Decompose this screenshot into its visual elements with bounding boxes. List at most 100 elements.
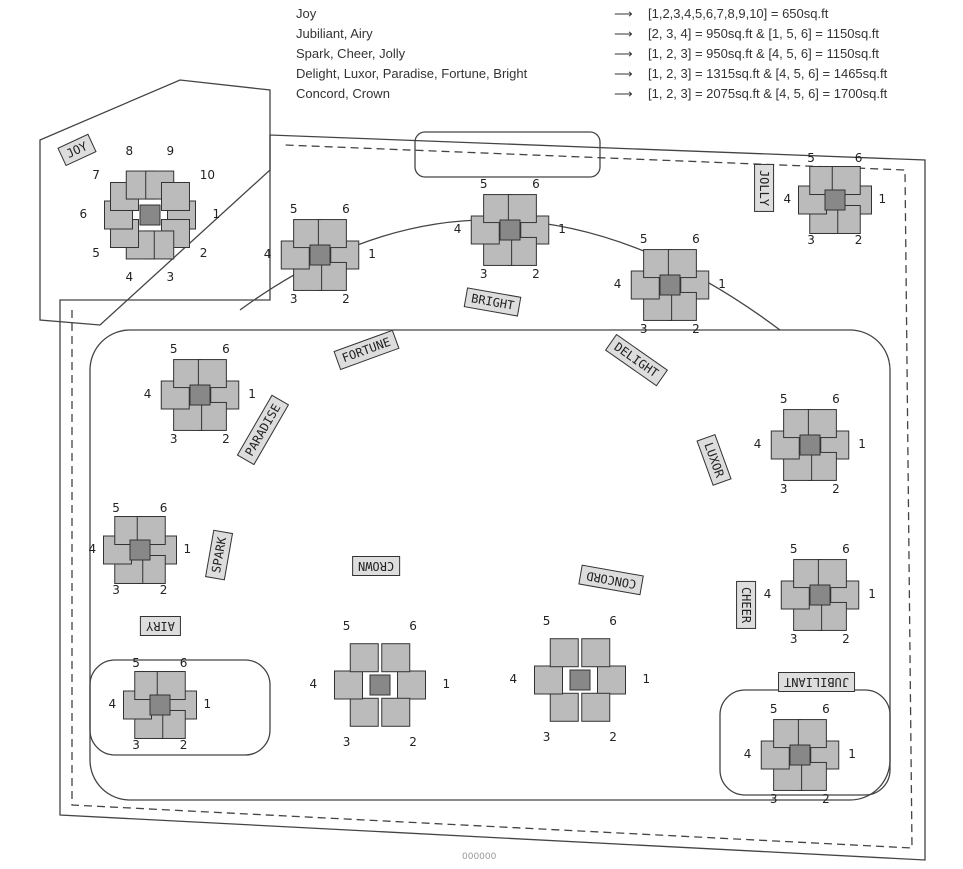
building-wing-block [381,697,411,727]
building-wing-block [349,643,379,673]
wing-number: 3 [289,292,298,307]
inner-boundary [71,144,913,849]
legend-row: Joy ⟶ [1,2,3,4,5,6,7,8,9,10] = 650sq.ft [296,4,961,24]
wing-number: 4 [108,697,117,711]
building-wing-block [334,670,363,700]
wing-number: 5 [789,541,798,556]
wing-number: 3 [779,482,788,497]
building-wing-block [317,261,347,291]
building-wing-block [597,665,626,695]
wing-number: 6 [79,207,88,221]
arrow-icon: ⟶ [614,86,633,101]
building-wing-block [397,670,426,700]
wing-number: 4 [263,247,272,261]
building-wing-block [293,219,323,249]
wing-number: 6 [692,231,700,246]
building-wing-block [783,409,813,439]
wing-number: 4 [509,672,518,686]
building-wing-block [793,559,823,589]
wing-number: 6 [609,614,617,629]
wing-number: 2 [199,246,208,261]
wing-number: 5 [132,655,140,670]
wing-number: 4 [753,437,762,451]
wing-number: 1 [878,192,887,206]
wing-number: 2 [842,632,850,647]
legend-buildings: Jubiliant, Airy [296,26,373,41]
joy-plot [39,79,271,326]
building-core [189,384,211,406]
building-wing-block [507,236,537,266]
wing-number: 1 [368,247,376,261]
legend-buildings: Concord, Crown [296,86,390,101]
wing-number: 5 [169,341,178,356]
wing-number: 2 [832,482,840,497]
building-core [369,674,391,696]
wing-number: 5 [779,391,788,406]
wing-number: 3 [132,738,140,753]
wing-number: 5 [807,150,815,165]
building-wing-block [581,638,611,668]
wing-number: 3 [542,729,551,744]
bright-plot [414,131,601,178]
building-wing-block [797,719,827,749]
wing-number: 6 [222,341,230,356]
wing-number: 2 [342,292,350,307]
building-wing-block [381,643,411,673]
wing-number: 5 [479,176,488,191]
building-wing-block [667,291,697,321]
wing-number: 8 [125,143,134,158]
building-wing-block [160,181,190,211]
building-core [824,189,846,211]
building-wing-block [581,692,611,722]
building-wing-block [643,249,673,279]
wing-number: 1 [558,222,566,236]
building-label: JOLLY [754,163,775,213]
arrow-icon: ⟶ [614,66,633,81]
building-wing-block [534,665,563,695]
building-wing-block [173,359,203,389]
wing-number: 1 [868,587,876,601]
wing-number: 2 [409,734,417,749]
wing-number: 6 [842,541,850,556]
plot-boundary [59,134,926,861]
building-core [499,219,521,241]
wing-number: 2 [692,322,700,337]
building-core [129,539,151,561]
wing-number: 2 [822,792,830,807]
legend-row: Jubiliant, Airy ⟶ [2, 3, 4] = 950sq.ft &… [296,24,961,44]
wing-number: 5 [769,701,778,716]
building-label: AIRY [140,616,181,636]
building-wing-block [507,194,537,224]
wing-number: 5 [639,231,648,246]
building-core [309,244,331,266]
wing-number: 4 [453,222,462,236]
wing-number: 7 [92,167,100,182]
building-wing-block [349,697,379,727]
building-wing-block [197,359,227,389]
building-wing-block [807,409,837,439]
legend-buildings: Spark, Cheer, Jolly [296,46,406,61]
building-wing-block [797,761,827,791]
building-wing-block [549,638,579,668]
wing-number: 6 [179,655,188,670]
wing-number: 1 [183,542,192,556]
building-label: CHEER [736,580,757,630]
building-wing-block [817,559,847,589]
building-core [799,434,821,456]
wing-number: 3 [166,270,175,285]
wing-number: 3 [807,233,815,248]
wing-number: 6 [409,619,417,634]
wing-number: 1 [642,672,651,686]
wing-number: 4 [88,542,97,556]
wing-number: 1 [718,277,726,291]
wing-number: 1 [212,207,221,221]
wing-number: 5 [92,246,100,261]
wing-number: 4 [309,677,318,691]
wing-number: 3 [639,322,648,337]
wing-number: 3 [169,432,178,447]
wing-number: 2 [159,583,168,598]
building-wing-block [197,401,227,431]
wing-number: 2 [609,729,617,744]
